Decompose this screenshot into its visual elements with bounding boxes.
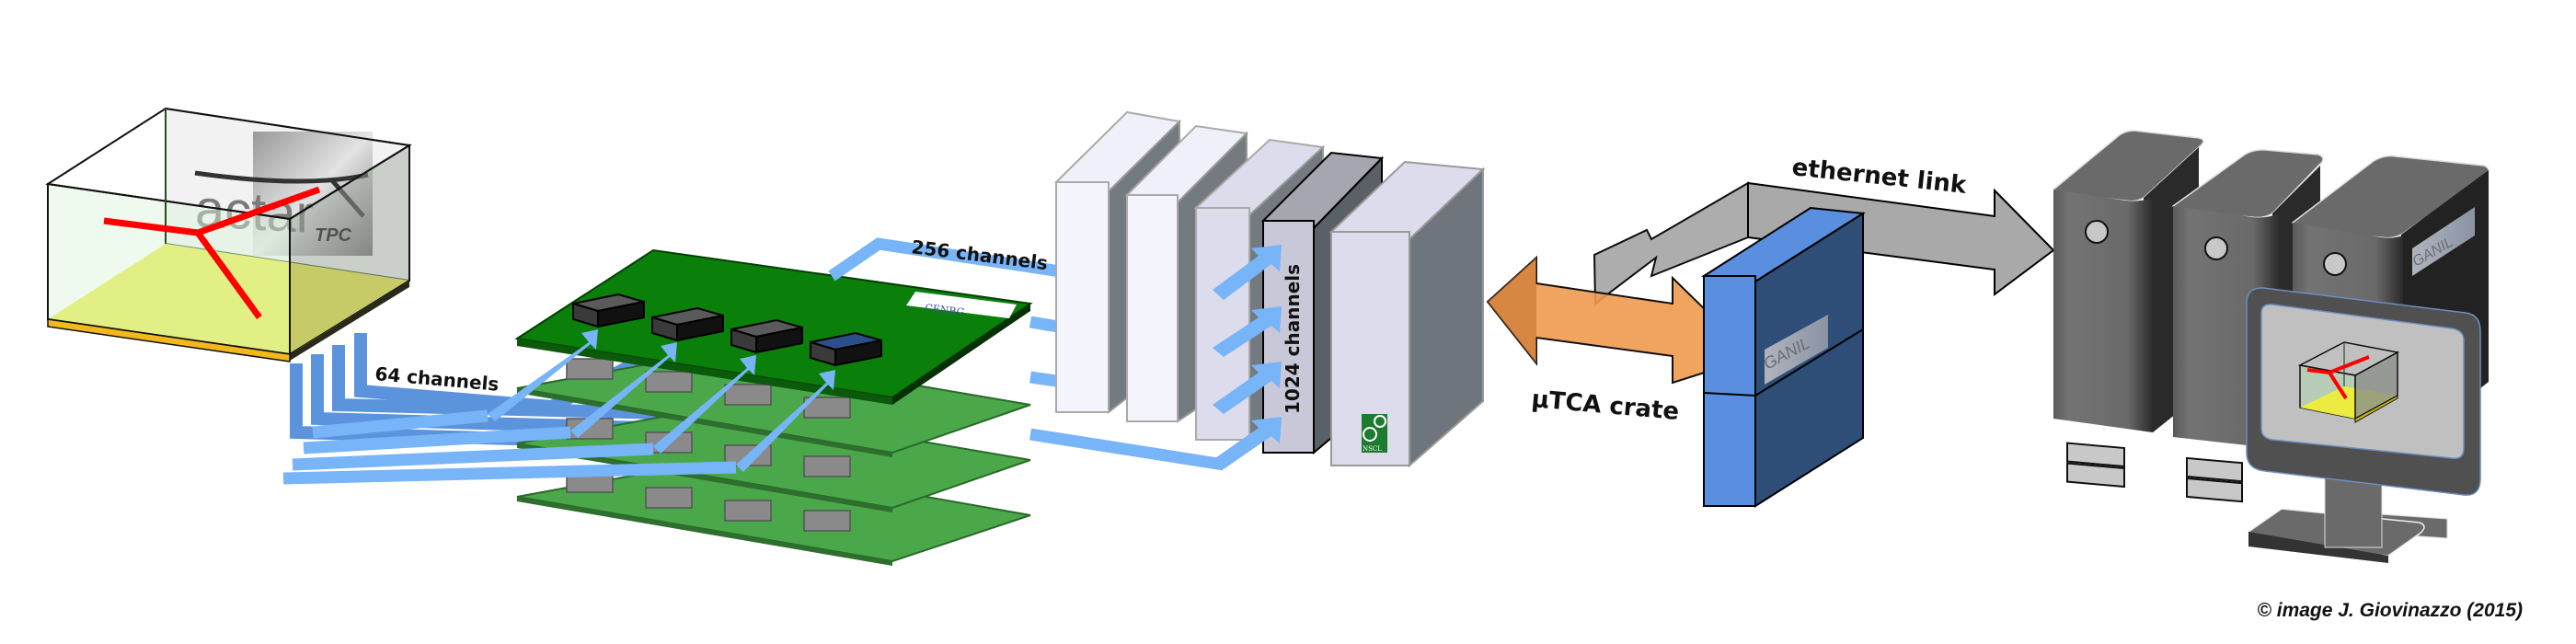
image-credit: © image J. Giovinazzo (2015) — [2257, 600, 2523, 621]
nscl-logo-text: NSCL — [1363, 445, 1382, 453]
pad-plate-front — [47, 318, 291, 362]
cable-arrows-to-cobo — [1213, 245, 1282, 469]
tpc-top-face — [45, 107, 412, 221]
frontend-board-stack: CENBG — [514, 248, 1033, 566]
frontend-chips — [572, 293, 882, 367]
monitor-tpc-thumbnail — [2297, 341, 2400, 423]
cobo-stack: 1024 channels NSCL — [1053, 110, 1486, 468]
cable-arrows-to-chips — [488, 329, 835, 472]
cables-64-light — [282, 409, 737, 485]
server-1-drive-bay-2 — [2066, 462, 2125, 489]
frontend-board-1: CENBG — [514, 248, 1033, 405]
monitor-stand — [2324, 477, 2383, 548]
cenbg-logo: CENBG — [906, 292, 1017, 318]
label-1024-channels: 1024 channels — [1282, 264, 1304, 414]
tpc-detector: actar TPC — [45, 107, 412, 362]
server-1-power-button — [2085, 220, 2109, 244]
pad-right-yellow — [290, 281, 409, 354]
pad-plane — [48, 244, 409, 354]
server-2-drive-bay-1 — [2186, 456, 2243, 483]
pad-right-side — [290, 281, 409, 361]
nscl-logo: NSCL — [1362, 414, 1387, 453]
label-mutca-crate: µTCA crate — [1530, 385, 1680, 426]
server-2-power-button — [2204, 236, 2228, 260]
server-2-drive-bay-2 — [2186, 477, 2243, 503]
monitor — [2246, 287, 2481, 563]
server-1-drive-bay-1 — [2066, 442, 2125, 468]
label-256-channels: 256 channels — [910, 236, 1049, 274]
particle-tracks — [103, 186, 321, 320]
cobo-board-5: NSCL — [1328, 160, 1486, 468]
lower-chips — [566, 358, 851, 532]
actar-logo-sub: TPC — [315, 225, 352, 246]
cenbg-logo-text: CENBG — [925, 302, 965, 318]
server-3-power-button — [2323, 252, 2347, 276]
mutca-crate: GANIL — [1701, 206, 1866, 508]
